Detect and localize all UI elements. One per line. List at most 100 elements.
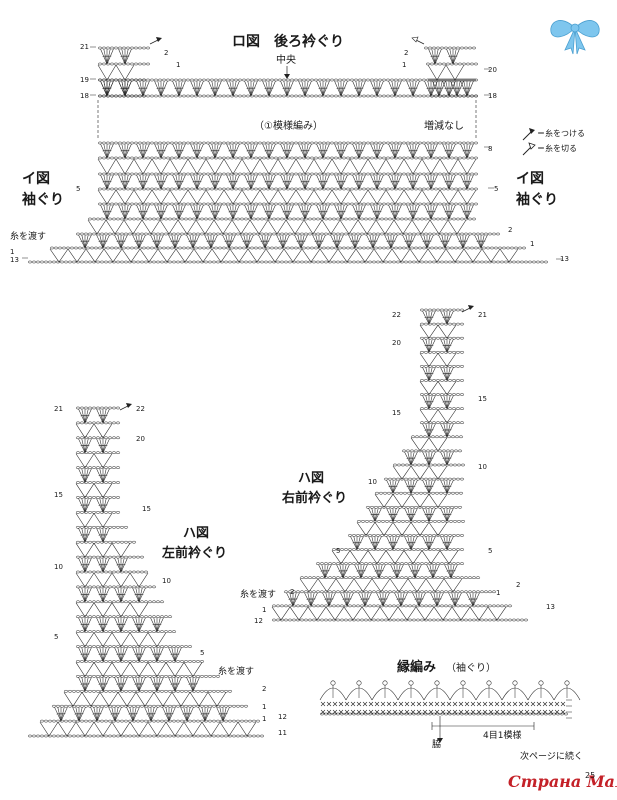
row-number: 20	[136, 435, 145, 443]
right-front-v	[299, 578, 463, 593]
row-number: 18	[488, 92, 497, 100]
continued-label: 次ページに続く	[520, 752, 583, 762]
edging-picot	[356, 680, 362, 686]
row-number: 1	[402, 61, 407, 69]
right-front-chain	[356, 520, 466, 523]
left-front-chain	[75, 675, 221, 678]
back-body-chain	[97, 172, 479, 176]
back-body-fan	[100, 204, 474, 220]
left-front-fan	[78, 647, 182, 662]
back-neck-title: ロ図 後ろ衿ぐり	[232, 34, 344, 50]
row-number: 2	[290, 588, 295, 596]
row-number: 5	[200, 649, 205, 657]
right-front-v	[419, 353, 457, 367]
left-front-title: ハ図	[183, 526, 210, 541]
left-front-chain	[75, 555, 145, 559]
left-front-chain	[75, 436, 121, 440]
right-front-chain	[419, 308, 465, 312]
row-number: 13	[546, 603, 555, 611]
right-front-chain	[419, 379, 465, 382]
row-number: 15	[142, 505, 151, 513]
row-number: 22	[392, 311, 401, 319]
right-front-title: ハ図	[298, 471, 325, 486]
right-front-chain	[331, 548, 465, 551]
left-front-v	[75, 543, 131, 558]
right-front-chain	[271, 604, 513, 608]
row-number: 11	[278, 729, 287, 737]
back-neck-strip-fan	[100, 80, 474, 97]
right-front-fan	[368, 508, 454, 522]
back-neck-strip-chain	[97, 78, 479, 82]
back-left-shoulder-v	[97, 64, 135, 81]
right-front-fan	[286, 592, 480, 607]
row-number: 5	[336, 547, 341, 555]
right-front-fan	[422, 310, 454, 325]
pattern-note: （①模様編み）	[254, 121, 323, 132]
edging-picot	[382, 680, 388, 686]
right-front-fan	[422, 395, 454, 409]
row-number: 15	[392, 409, 401, 417]
edging-picot	[564, 680, 570, 686]
back-body-v	[49, 248, 519, 263]
right-front-v	[410, 437, 448, 452]
edging-picot	[512, 680, 518, 686]
edging-picot	[434, 680, 440, 686]
row-number: 13	[10, 256, 19, 264]
back-body-chain	[49, 246, 527, 250]
row-number: 12	[254, 617, 263, 625]
left-front-chain	[75, 525, 129, 529]
left-front-chain	[75, 451, 121, 455]
left-front-fan	[78, 587, 146, 602]
back-left-shoulder-chain	[97, 62, 151, 66]
edging-picot	[408, 680, 414, 686]
attach-arrow-icon	[126, 403, 132, 408]
right-front-fan	[422, 339, 454, 353]
cut-arrow-icon	[411, 36, 419, 43]
left-front-chain	[75, 570, 149, 574]
left-front-v	[75, 423, 113, 439]
left-front-fan	[78, 438, 110, 453]
left-front-v	[75, 572, 149, 588]
back-right-shoulder-chain	[427, 78, 477, 82]
edging-picot	[486, 680, 492, 686]
left-front-chain	[75, 511, 121, 514]
left-front-chain	[75, 496, 121, 499]
edging-picot	[538, 680, 544, 686]
right-front-sub: 右前衿ぐり	[282, 491, 348, 506]
center-arrow	[284, 74, 290, 79]
back-body-chain	[75, 232, 501, 236]
row-number: 21	[54, 405, 63, 413]
left-front-chain	[27, 734, 265, 738]
right-front-fan	[350, 536, 454, 550]
right-front-chain	[410, 435, 464, 439]
left-front-v	[75, 453, 113, 469]
left-front-chain	[75, 615, 173, 619]
sleeve-left-title: イ図	[22, 171, 50, 187]
left-front-fan	[78, 557, 128, 573]
row-number: 1	[10, 248, 15, 256]
right-front-chain	[419, 322, 465, 326]
right-front-chain	[419, 336, 465, 340]
row-number: 1	[176, 61, 181, 69]
row-number: 1	[530, 240, 535, 248]
left-front-chain	[75, 406, 121, 410]
row-number: 13	[560, 255, 569, 263]
left-front-v	[75, 602, 149, 618]
left-front-v	[39, 721, 257, 737]
back-body-chain	[27, 260, 549, 264]
row-number: 18	[80, 92, 89, 100]
left-front-fan	[78, 468, 110, 483]
row-number: 20	[488, 66, 497, 74]
left-front-sub: 左前衿ぐり	[162, 546, 228, 561]
thread-cross-note-2: 糸を渡す	[240, 590, 277, 600]
page-number: 25	[585, 771, 596, 780]
sleeve-right-title: イ図	[516, 171, 544, 187]
sleeve-left-sub: 袖ぐり	[22, 192, 64, 208]
row-number: 1	[496, 589, 501, 597]
right-front-v	[271, 606, 507, 621]
back-body-chain	[97, 187, 479, 191]
back-body-chain	[87, 217, 477, 221]
right-front-v	[419, 324, 457, 339]
back-body-v	[87, 219, 467, 235]
